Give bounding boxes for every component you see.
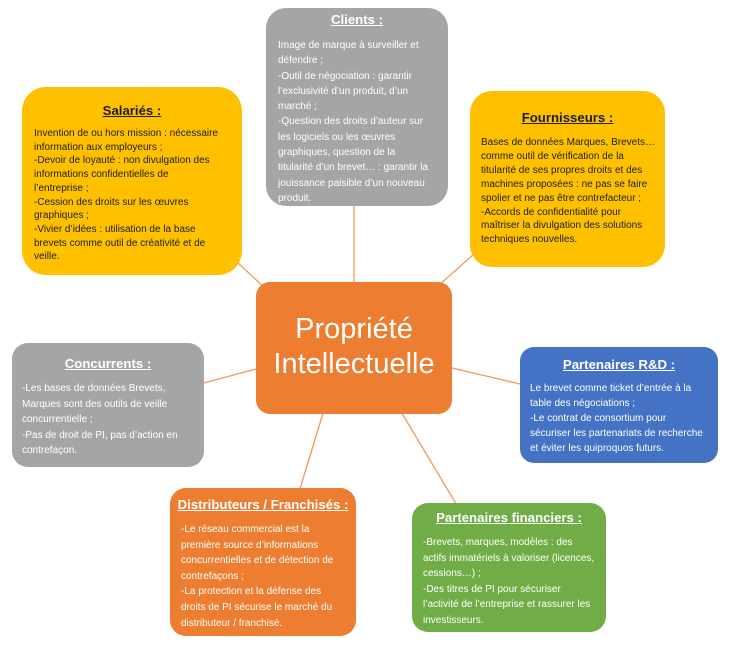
node-text-line: et éviter les quiproquos futurs.	[530, 443, 664, 454]
connector-distributeurs	[298, 409, 325, 493]
node-text-line: -Le contrat de consortium pour	[530, 413, 667, 424]
node-body: -Brevets, marques, modèles : des actifs …	[423, 535, 594, 629]
node-title: Partenaires R&D :	[562, 357, 676, 372]
node-title: Concurrents :	[64, 356, 152, 371]
node-text-line: maîtriser la divulgation des solutions	[481, 220, 643, 232]
node-text-line: actifs immatériels à valoriser (licences…	[423, 552, 595, 564]
node-text-line: Le brevet comme ticket d’entrée à la	[530, 383, 692, 394]
node-text-line: première source d’informations	[181, 539, 319, 551]
node-title: Salariés :	[102, 103, 162, 118]
node-body: Bases de données Marques, Brevets… comme…	[481, 136, 655, 247]
node-text-line: Marques sont des outils de veille	[22, 398, 168, 410]
node-text-line: -Cession des droits sur les œuvres	[34, 196, 189, 208]
node-title: Partenaires financiers :	[436, 510, 582, 525]
node-text-line: titularité d’un brevet… : garantir la	[278, 162, 429, 174]
node-text-line: concurrentielle ;	[22, 414, 93, 425]
node-text-line: information aux employeurs ;	[34, 141, 163, 153]
node-text-line: jouissance paisible d’un nouveau	[278, 177, 425, 189]
node-text-line: cessions…) ;	[423, 568, 481, 580]
node-text-line: Bases de données Marques, Brevets…	[481, 137, 655, 148]
central-node: Propriété Intellectuelle	[256, 282, 452, 414]
node-text-line: Image de marque à surveiller et	[278, 40, 419, 51]
node-text-line: techniques nouvelles.	[481, 234, 578, 246]
node-body: -Le réseau commercial est la première so…	[181, 522, 333, 631]
node-text-line: informations confidentielles de	[34, 169, 169, 181]
node-text-line: -Les bases de données Brevets,	[22, 383, 166, 394]
node-text-line: l’activité de l’entreprise et rassurer l…	[423, 599, 591, 611]
node-fournisseurs: Fournisseurs : Bases de données Marques,…	[470, 91, 665, 267]
node-text-line: -La protection et la défense des	[181, 586, 322, 598]
node-text-line: l’entreprise ;	[34, 182, 89, 194]
node-title: Clients :	[330, 12, 384, 27]
node-text-line: distributeur / franchisé.	[181, 617, 283, 629]
node-body: Image de marque à surveiller et défendre…	[278, 38, 428, 206]
connector-concurrents	[199, 367, 261, 385]
node-text-line: machines proposées : ne pas se faire	[481, 178, 648, 190]
node-salaries: Salariés : Invention de ou hors mission …	[22, 87, 242, 275]
node-text-line: graphiques, question de la	[278, 147, 396, 159]
connector-partenaires-rd	[447, 366, 525, 386]
node-text-line: -Question des droits d’auteur sur	[278, 116, 424, 128]
node-title: Distributeurs / Franchisés :	[177, 497, 349, 512]
node-text-line: défendre ;	[278, 55, 324, 67]
node-text-line: -Pas de droit de PI, pas d’action en	[22, 429, 178, 441]
node-text-line: -Devoir de loyauté : non divulgation des	[34, 155, 210, 167]
node-body: -Les bases de données Brevets, Marques s…	[22, 381, 178, 459]
node-text-line: comme outil de vérification de la	[481, 150, 624, 162]
node-distributeurs: Distributeurs / Franchisés : -Le réseau …	[170, 488, 356, 636]
node-text-line: Invention de ou hors mission : nécessair…	[34, 128, 218, 139]
connector-partenaires-financiers	[399, 409, 459, 508]
node-concurrents: Concurrents : -Les bases de données Brev…	[12, 343, 204, 467]
node-text-line: brevets comme outil de créativité et de	[34, 237, 206, 249]
central-title: Propriété Intellectuelle	[273, 312, 435, 380]
node-text-line: -Vivier d’idées : utilisation de la base	[34, 223, 196, 235]
node-text-line: graphiques ;	[34, 210, 90, 222]
node-text-line: droits de PI sécurise le marché du	[181, 601, 333, 613]
node-body: Invention de ou hors mission : nécessair…	[34, 127, 218, 264]
node-body: Le brevet comme ticket d’entrée à la tab…	[530, 381, 703, 456]
node-text-line: contrefaçons ;	[181, 570, 244, 582]
node-text-line: marché ;	[278, 101, 317, 113]
node-text-line: produit.	[278, 192, 312, 204]
node-text-line: -Outil de négociation : garantir	[278, 70, 412, 82]
node-partenaires-financiers: Partenaires financiers : -Brevets, marqu…	[412, 503, 606, 632]
node-text-line: les logiciels ou les œuvres	[278, 131, 396, 143]
node-text-line: investisseurs.	[423, 614, 484, 626]
node-partenaires-rd: Partenaires R&D : Le brevet comme ticket…	[520, 347, 718, 463]
node-text-line: titularité de ses propres droits et des	[481, 164, 643, 176]
node-text-line: contrefaçon.	[22, 445, 78, 456]
node-text-line: -Brevets, marques, modèles : des	[423, 537, 573, 548]
node-text-line: l’exclusivité d’un produit, d’un	[278, 85, 409, 97]
node-title: Fournisseurs :	[521, 110, 614, 125]
node-text-line: sécuriser les partenariats de recherche	[530, 428, 703, 439]
node-text-line: -Le réseau commercial est la	[181, 524, 310, 535]
node-text-line: veille.	[34, 251, 60, 263]
node-text-line: table des négociations ;	[530, 398, 636, 409]
connector-fournisseurs	[437, 253, 475, 287]
node-text-line: spolier et ne pas être contrefacteur ;	[481, 192, 642, 204]
node-text-line: concurrentielles et de détection de	[181, 555, 334, 567]
node-text-line: -Accords de confidentialité pour	[481, 206, 622, 218]
node-clients: Clients : Image de marque à surveiller e…	[266, 8, 448, 206]
node-text-line: -Des titres de PI pour sécuriser	[423, 583, 561, 595]
